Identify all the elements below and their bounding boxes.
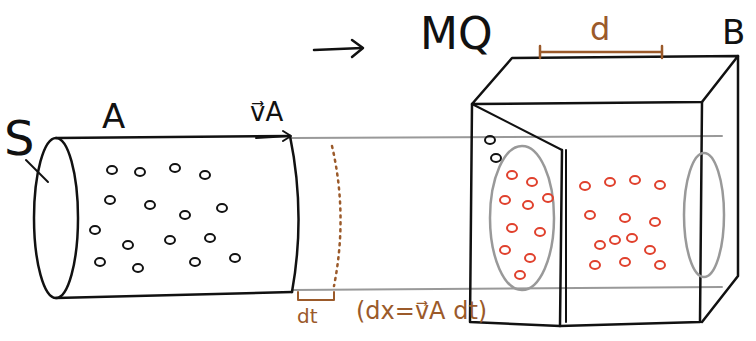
particle bbox=[630, 176, 640, 184]
box-face bbox=[560, 102, 702, 326]
label: dt bbox=[297, 305, 318, 327]
particle bbox=[145, 201, 155, 209]
particle bbox=[620, 258, 630, 266]
label: B bbox=[722, 14, 745, 51]
label: A bbox=[102, 98, 125, 135]
particle bbox=[500, 246, 510, 254]
particle bbox=[217, 204, 227, 212]
particle bbox=[655, 181, 665, 189]
slice-ellipse bbox=[684, 153, 724, 277]
particle bbox=[525, 254, 535, 262]
velocity-arrow bbox=[283, 131, 291, 141]
particle bbox=[190, 258, 200, 266]
particle bbox=[95, 258, 105, 266]
particle bbox=[200, 171, 210, 179]
particle bbox=[543, 194, 553, 202]
particle bbox=[605, 178, 615, 186]
particle bbox=[507, 224, 517, 232]
cylinder-edge bbox=[56, 292, 292, 298]
box-edge bbox=[565, 150, 567, 322]
label: S bbox=[4, 112, 34, 165]
particle bbox=[610, 236, 620, 244]
particle bbox=[580, 182, 590, 190]
cylinder-edge bbox=[56, 136, 290, 138]
volume-edge bbox=[292, 287, 722, 290]
particle bbox=[515, 271, 525, 279]
particle bbox=[491, 154, 501, 162]
arrow-head bbox=[352, 40, 363, 57]
particle bbox=[170, 164, 180, 172]
particle bbox=[485, 136, 495, 144]
label: v⃗A bbox=[250, 98, 283, 127]
particle bbox=[165, 236, 175, 244]
particle bbox=[133, 264, 143, 272]
cylinder-end bbox=[290, 136, 299, 292]
label: MQ bbox=[420, 10, 493, 58]
particle bbox=[105, 196, 115, 204]
volume-edge bbox=[292, 136, 722, 138]
particle bbox=[585, 211, 595, 219]
box-face bbox=[470, 104, 562, 326]
particle bbox=[523, 201, 533, 209]
particle bbox=[620, 214, 630, 222]
dimension-line bbox=[540, 46, 662, 58]
slice-ellipse bbox=[490, 146, 554, 290]
velocity-arrow bbox=[256, 136, 290, 138]
particle bbox=[650, 218, 660, 226]
particle bbox=[180, 211, 190, 219]
particle bbox=[205, 234, 215, 242]
dotted-front bbox=[332, 146, 341, 286]
box-side bbox=[702, 56, 738, 322]
dt-bracket bbox=[298, 292, 334, 300]
particle bbox=[527, 178, 537, 186]
particle bbox=[107, 166, 117, 174]
particle bbox=[655, 261, 665, 269]
box-edge bbox=[472, 104, 562, 150]
particle bbox=[627, 234, 637, 242]
particle bbox=[590, 261, 600, 269]
particle bbox=[230, 254, 240, 262]
arrow-line bbox=[314, 48, 362, 50]
particle bbox=[90, 226, 100, 234]
particle bbox=[535, 228, 545, 236]
particle bbox=[123, 241, 133, 249]
particle bbox=[595, 241, 605, 249]
cylinder-end bbox=[34, 138, 78, 298]
label: (dx=v⃗A dt) bbox=[356, 298, 487, 324]
box-top bbox=[472, 56, 738, 104]
particle bbox=[507, 171, 517, 179]
label: d bbox=[590, 12, 610, 47]
particle bbox=[645, 246, 655, 254]
particle bbox=[500, 196, 510, 204]
particle bbox=[135, 168, 145, 176]
